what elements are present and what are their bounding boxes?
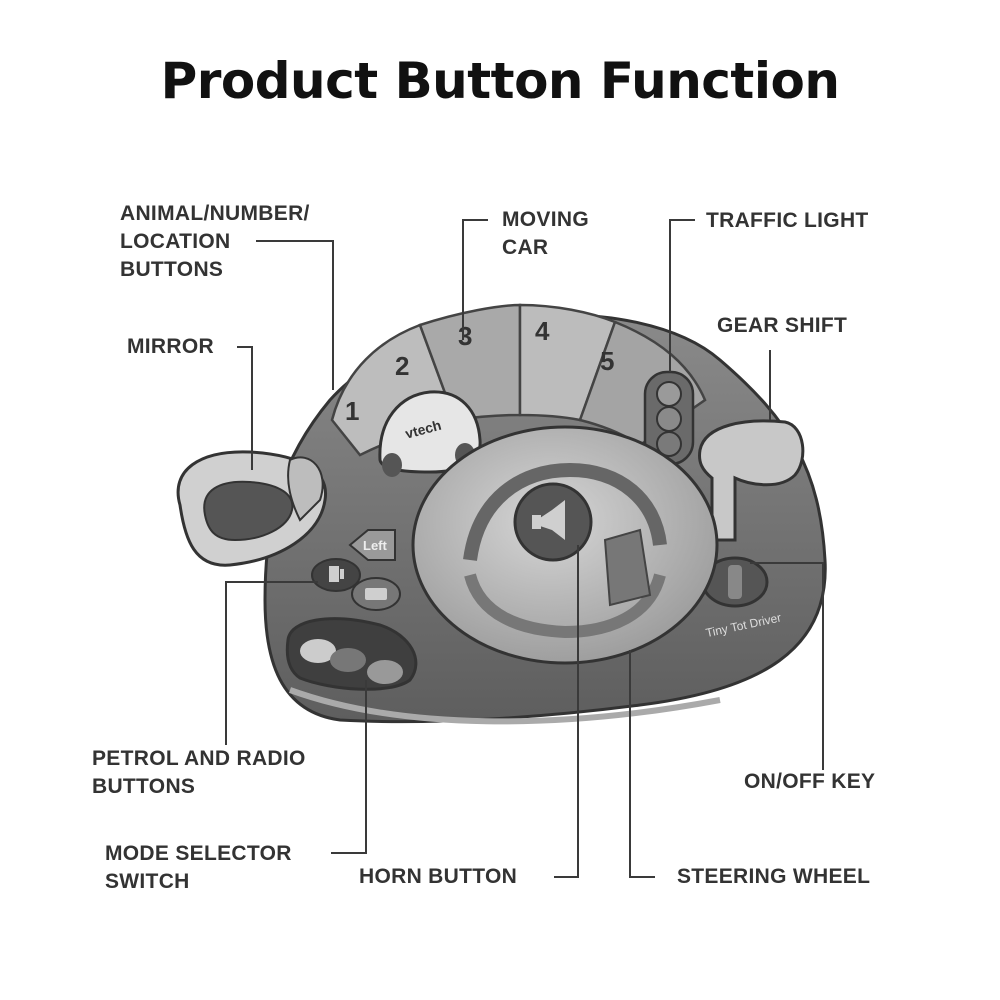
label-petrol-and-radio-buttons: PETROL AND RADIO BUTTONS xyxy=(92,747,306,798)
label-animal-number-location-buttons: ANIMAL/NUMBER/ LOCATION BUTTONS xyxy=(120,202,310,281)
mode-selector-switch xyxy=(285,617,418,691)
label-moving-car: MOVING CAR xyxy=(502,208,589,259)
leader-on-off-key xyxy=(750,562,824,770)
left-button-label: Left xyxy=(363,538,388,553)
leader-moving-car xyxy=(462,219,488,340)
leader-steering-wheel xyxy=(629,650,655,878)
leader-animal-number-location xyxy=(256,240,334,390)
gear-shift xyxy=(698,419,805,542)
horn-button xyxy=(513,482,593,562)
petrol-and-radio-buttons xyxy=(311,558,401,611)
panel-number-3: 3 xyxy=(458,321,472,351)
label-gear-shift: GEAR SHIFT xyxy=(717,314,848,337)
page-title: Product Button Function xyxy=(160,52,840,110)
label-steering-wheel: STEERING WHEEL xyxy=(677,865,871,888)
leader-traffic-light xyxy=(669,219,695,372)
panel-number-4: 4 xyxy=(535,316,550,346)
panel-number-2: 2 xyxy=(395,351,409,381)
on-off-key xyxy=(701,556,769,608)
horn-icon xyxy=(532,500,565,540)
mirror xyxy=(176,450,328,567)
leader-mode-selector xyxy=(331,680,367,854)
label-on-off-key: ON/OFF KEY xyxy=(744,770,876,793)
leader-mirror xyxy=(237,346,253,470)
fuel-pump-icon xyxy=(329,566,344,582)
leader-horn-button xyxy=(554,545,579,878)
radio-icon xyxy=(365,588,387,600)
label-horn-button: HORN BUTTON xyxy=(359,865,518,888)
left-button: Left xyxy=(348,529,396,561)
panel-number-5: 5 xyxy=(600,346,614,376)
leader-petrol-and-radio xyxy=(225,581,318,745)
label-mirror: MIRROR xyxy=(127,335,214,358)
animal-number-location-panels xyxy=(330,303,707,457)
panel-number-1: 1 xyxy=(345,396,359,426)
label-mode-selector-switch: MODE SELECTOR SWITCH xyxy=(105,842,292,893)
label-traffic-light: TRAFFIC LIGHT xyxy=(706,209,869,232)
